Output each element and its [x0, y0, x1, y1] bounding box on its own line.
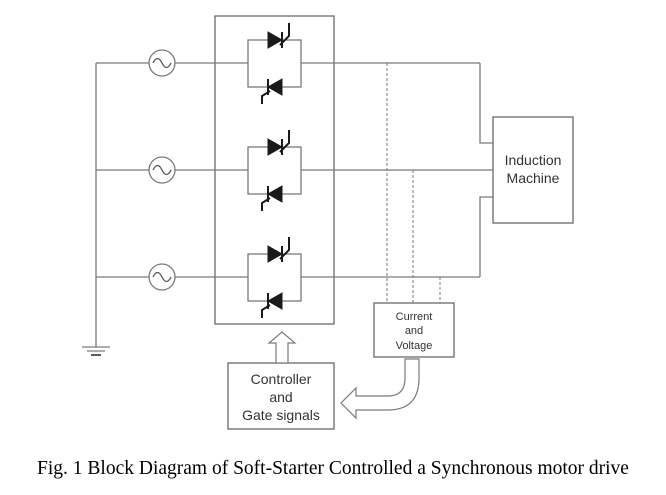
- current-voltage-label-3: Voltage: [396, 340, 433, 352]
- controller-label-3: Gate signals: [242, 407, 320, 423]
- current-voltage-block: Current and Voltage: [373, 302, 455, 358]
- controller-label-2: and: [269, 389, 292, 405]
- induction-machine-label-2: Machine: [507, 170, 560, 186]
- induction-machine-label-1: Induction: [505, 152, 562, 168]
- ac-source-icon: [148, 263, 176, 291]
- induction-machine-block: Induction Machine: [492, 116, 574, 224]
- anti-parallel-thyristor-icon: [247, 23, 302, 104]
- figure-caption: Fig. 1 Block Diagram of Soft-Starter Con…: [37, 458, 629, 479]
- current-voltage-label-1: Current: [396, 311, 433, 323]
- anti-parallel-thyristor-icon: [247, 130, 302, 211]
- anti-parallel-thyristor-icon: [247, 237, 302, 318]
- phase-a: [96, 23, 480, 104]
- ac-source-icon: [148, 49, 176, 77]
- controller-label-1: Controller: [251, 371, 312, 387]
- controller-block: Controller and Gate signals: [227, 362, 335, 430]
- ac-source-icon: [148, 156, 176, 184]
- phase-b: [96, 130, 334, 211]
- wire-phase-c-to-motor: [479, 196, 493, 277]
- gate-signal-arrow-icon: [267, 331, 297, 364]
- current-voltage-label-2: and: [405, 325, 423, 337]
- phase-c: [96, 237, 480, 318]
- wire-phase-a-to-motor: [479, 63, 493, 144]
- ground-icon: [82, 346, 110, 356]
- feedback-arrow-icon: [340, 358, 420, 420]
